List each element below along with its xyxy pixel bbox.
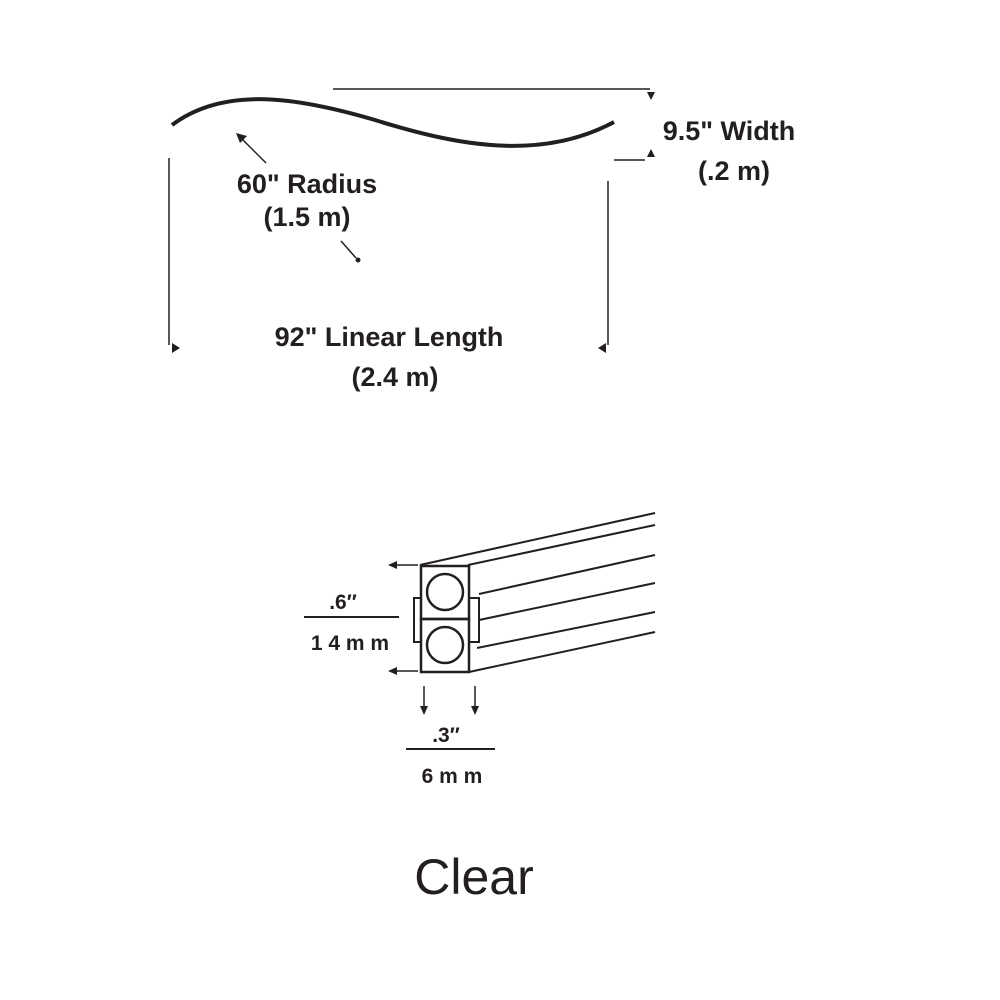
height-top-arrowhead: [388, 561, 397, 569]
radius-center-dot: [355, 257, 361, 263]
bend-diagram: 60" Radius (1.5 m) 9.5" Width (.2 m) 92"…: [168, 88, 796, 392]
length-label: 92" Linear Length: [275, 322, 504, 352]
lower-channel-box: [419, 617, 471, 674]
left-connector-tab: [413, 597, 422, 643]
length-left-arrowhead: [172, 343, 180, 353]
upper-channel-circle: [425, 572, 465, 612]
width-bottom-arrowhead: [647, 149, 655, 157]
width-label: 9.5" Width: [663, 116, 796, 146]
radius-center-line: [340, 240, 357, 259]
width-metric-label: 6 m m: [422, 765, 483, 788]
width-top-arrowhead: [647, 92, 655, 100]
tube-profile-lines: [419, 512, 656, 673]
length-right-arrowhead: [598, 343, 606, 353]
right-connector-tab: [468, 597, 480, 643]
width-right-arrowhead: [471, 706, 479, 715]
cross-section-diagram: .6″ 1 4 m m .3″ 6 m m: [304, 512, 656, 788]
radius-label: 60" Radius: [237, 169, 377, 199]
radius-arrowhead: [236, 133, 247, 143]
length-metric-label: (2.4 m): [351, 362, 438, 392]
width-left-arrowhead: [420, 706, 428, 715]
radius-leader-line: [239, 136, 267, 164]
height-bottom-arrowhead: [388, 667, 397, 675]
lower-channel-circle: [425, 625, 465, 665]
color-caption: Clear: [414, 849, 533, 905]
wavy-tube-line: [170, 97, 615, 148]
width-metric-label: (.2 m): [698, 156, 770, 186]
radius-metric-label: (1.5 m): [263, 202, 350, 232]
height-imperial-label: .6″: [329, 591, 357, 614]
height-metric-label: 1 4 m m: [311, 632, 389, 655]
width-imperial-label: .3″: [432, 724, 460, 747]
